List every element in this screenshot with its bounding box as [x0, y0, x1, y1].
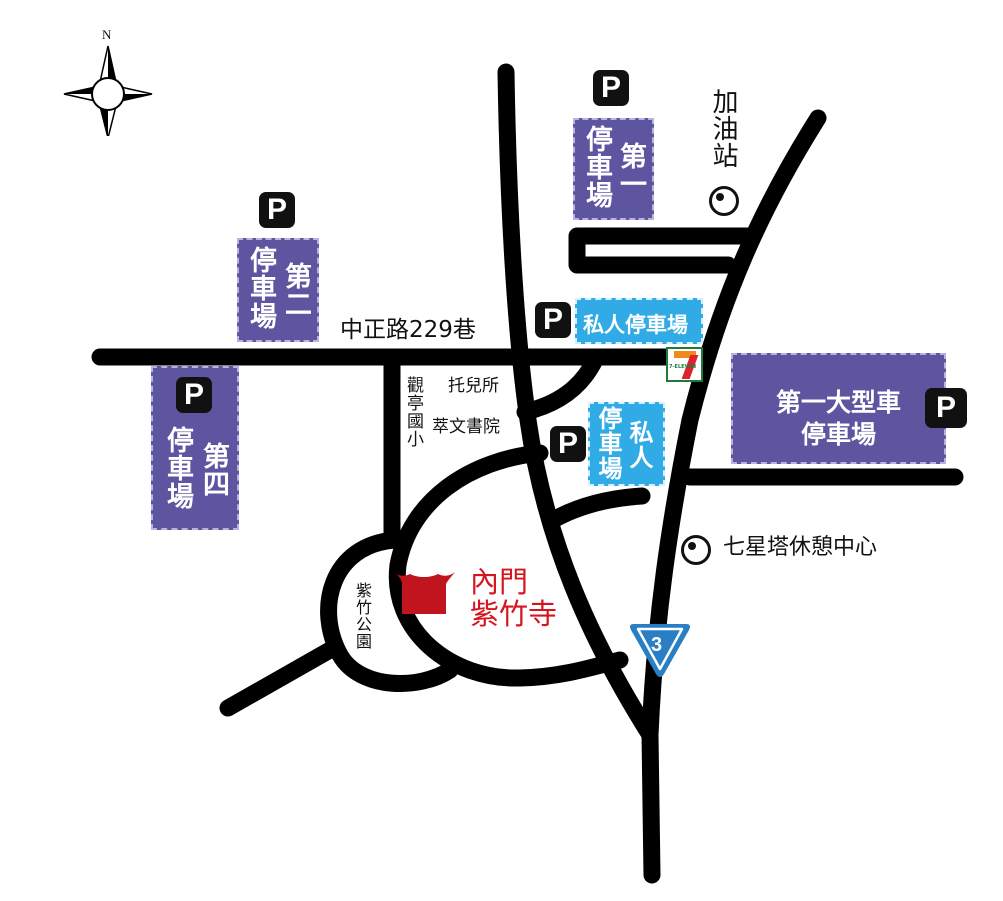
parking-lot-large-vehicle[interactable]: 第一大型車 停車場: [731, 353, 946, 464]
parking-icon-lot-2: P: [259, 192, 295, 228]
parking-lot-2[interactable]: 停車場 第二: [237, 238, 319, 342]
temple-label-line1: 內門: [470, 565, 529, 599]
parking-lot-4[interactable]: P 停車場 第四: [151, 366, 239, 530]
daycare-label: 托兒所: [448, 376, 499, 396]
parking-lot-4-line2: 停車場: [162, 426, 193, 510]
seven-eleven-label: 7-ELEVEN: [669, 364, 697, 370]
parking-lot-private-mid-line1: 私人: [625, 420, 653, 470]
parking-lot-private-mid[interactable]: 停車場 私人: [588, 402, 665, 486]
parking-lot-2-line1: 第二: [280, 262, 311, 318]
gas-station-label: 加油站: [708, 88, 738, 169]
park-label: 紫竹公園: [353, 582, 372, 650]
road-gas-station-loop: [568, 227, 757, 274]
parking-lot-4-line1: 第四: [198, 442, 229, 498]
street-label-zhongzheng-229: 中正路229巷: [340, 317, 476, 343]
road-park-loop: [320, 531, 459, 692]
road-temple-loop: [388, 444, 629, 687]
parking-lot-private-mid-line2: 停車場: [594, 406, 622, 481]
gas-station-marker-icon[interactable]: [709, 186, 739, 216]
parking-lot-1-line1: 第一: [615, 142, 646, 198]
parking-lot-1[interactable]: 停車場 第一: [573, 118, 654, 220]
parking-icon-private-mid: P: [550, 426, 586, 462]
school-label: 觀亭國小: [403, 376, 423, 448]
temple-label-line2: 紫竹寺: [470, 597, 558, 631]
parking-lot-2-line2: 停車場: [245, 246, 276, 330]
road-curve-mid: [516, 351, 604, 421]
academy-label: 萃文書院: [432, 417, 500, 437]
parking-icon-private-top: P: [535, 302, 571, 338]
parking-lot-large-line1: 第一大型車: [775, 388, 901, 417]
road-private-lot: [544, 487, 651, 529]
rest-area-label: 七星塔休憩中心: [723, 535, 878, 560]
parking-lot-private-top[interactable]: 私人停車場: [575, 298, 703, 344]
compass-north-label: N: [102, 27, 112, 42]
temple-icon[interactable]: [392, 562, 456, 616]
parking-icon-lot-4: P: [176, 377, 212, 413]
parking-lot-private-top-label: 私人停車場: [583, 313, 688, 337]
parking-icon-large: P: [925, 388, 967, 428]
compass: N: [62, 28, 154, 138]
road-southwest: [219, 641, 339, 717]
parking-icon-lot-1: P: [593, 70, 629, 106]
temple-label[interactable]: 內門 紫竹寺: [470, 566, 557, 630]
highway-3-shield-icon[interactable]: [628, 622, 692, 680]
compass-rose-icon: [63, 45, 153, 136]
parking-lot-1-line2: 停車場: [581, 125, 612, 209]
parking-lot-large-line2: 停車場: [800, 420, 876, 449]
rest-area-marker-icon[interactable]: [681, 535, 711, 565]
seven-eleven-logo-icon[interactable]: 7-ELEVEN: [666, 347, 703, 382]
highway-3-number: 3: [651, 634, 663, 656]
